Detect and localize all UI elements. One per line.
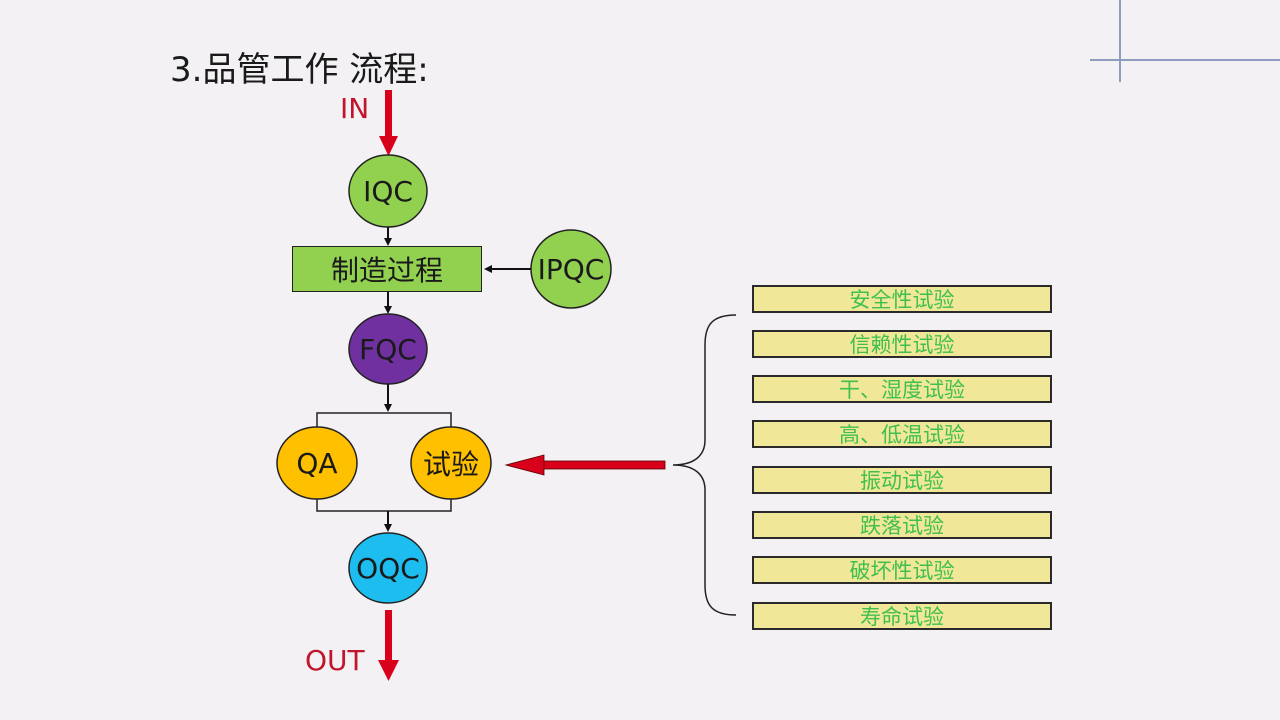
in-label: IN <box>340 92 370 125</box>
test-item-humidity: 干、湿度试验 <box>752 375 1052 403</box>
slide-title: 3.品管工作 流程: <box>170 50 429 90</box>
test-item-reliability: 信赖性试验 <box>752 330 1052 358</box>
decorative-horizontal-line <box>1090 59 1280 61</box>
test-item-temperature: 高、低温试验 <box>752 420 1052 448</box>
ipqc-node: IPQC <box>537 252 605 286</box>
split-bracket-top <box>316 412 452 430</box>
curly-brace <box>672 314 737 616</box>
test-item-safety: 安全性试验 <box>752 285 1052 313</box>
merge-bracket-bottom <box>316 496 452 512</box>
test-node-shape <box>410 426 492 500</box>
qa-node-shape <box>276 426 358 500</box>
test-item-vibration: 振动试验 <box>752 466 1052 494</box>
oqc-node: OQC <box>356 551 420 585</box>
qa-node: QA <box>296 446 338 480</box>
tests-to-trial-arrow <box>504 454 666 476</box>
test-item-destructive: 破坏性试验 <box>752 556 1052 584</box>
test-item-drop: 跌落试验 <box>752 511 1052 539</box>
oqc-node-shape <box>348 532 428 604</box>
fqc-node: FQC <box>359 332 417 366</box>
iqc-node: IQC <box>363 174 413 208</box>
decorative-vertical-line <box>1119 0 1121 82</box>
test-item-lifetime: 寿命试验 <box>752 602 1052 630</box>
test-node: 试验 <box>422 448 479 481</box>
in-arrow <box>379 90 398 156</box>
manufacturing-process-node: 制造过程 <box>292 246 482 292</box>
out-label: OUT <box>305 644 365 677</box>
out-arrow <box>378 610 399 681</box>
